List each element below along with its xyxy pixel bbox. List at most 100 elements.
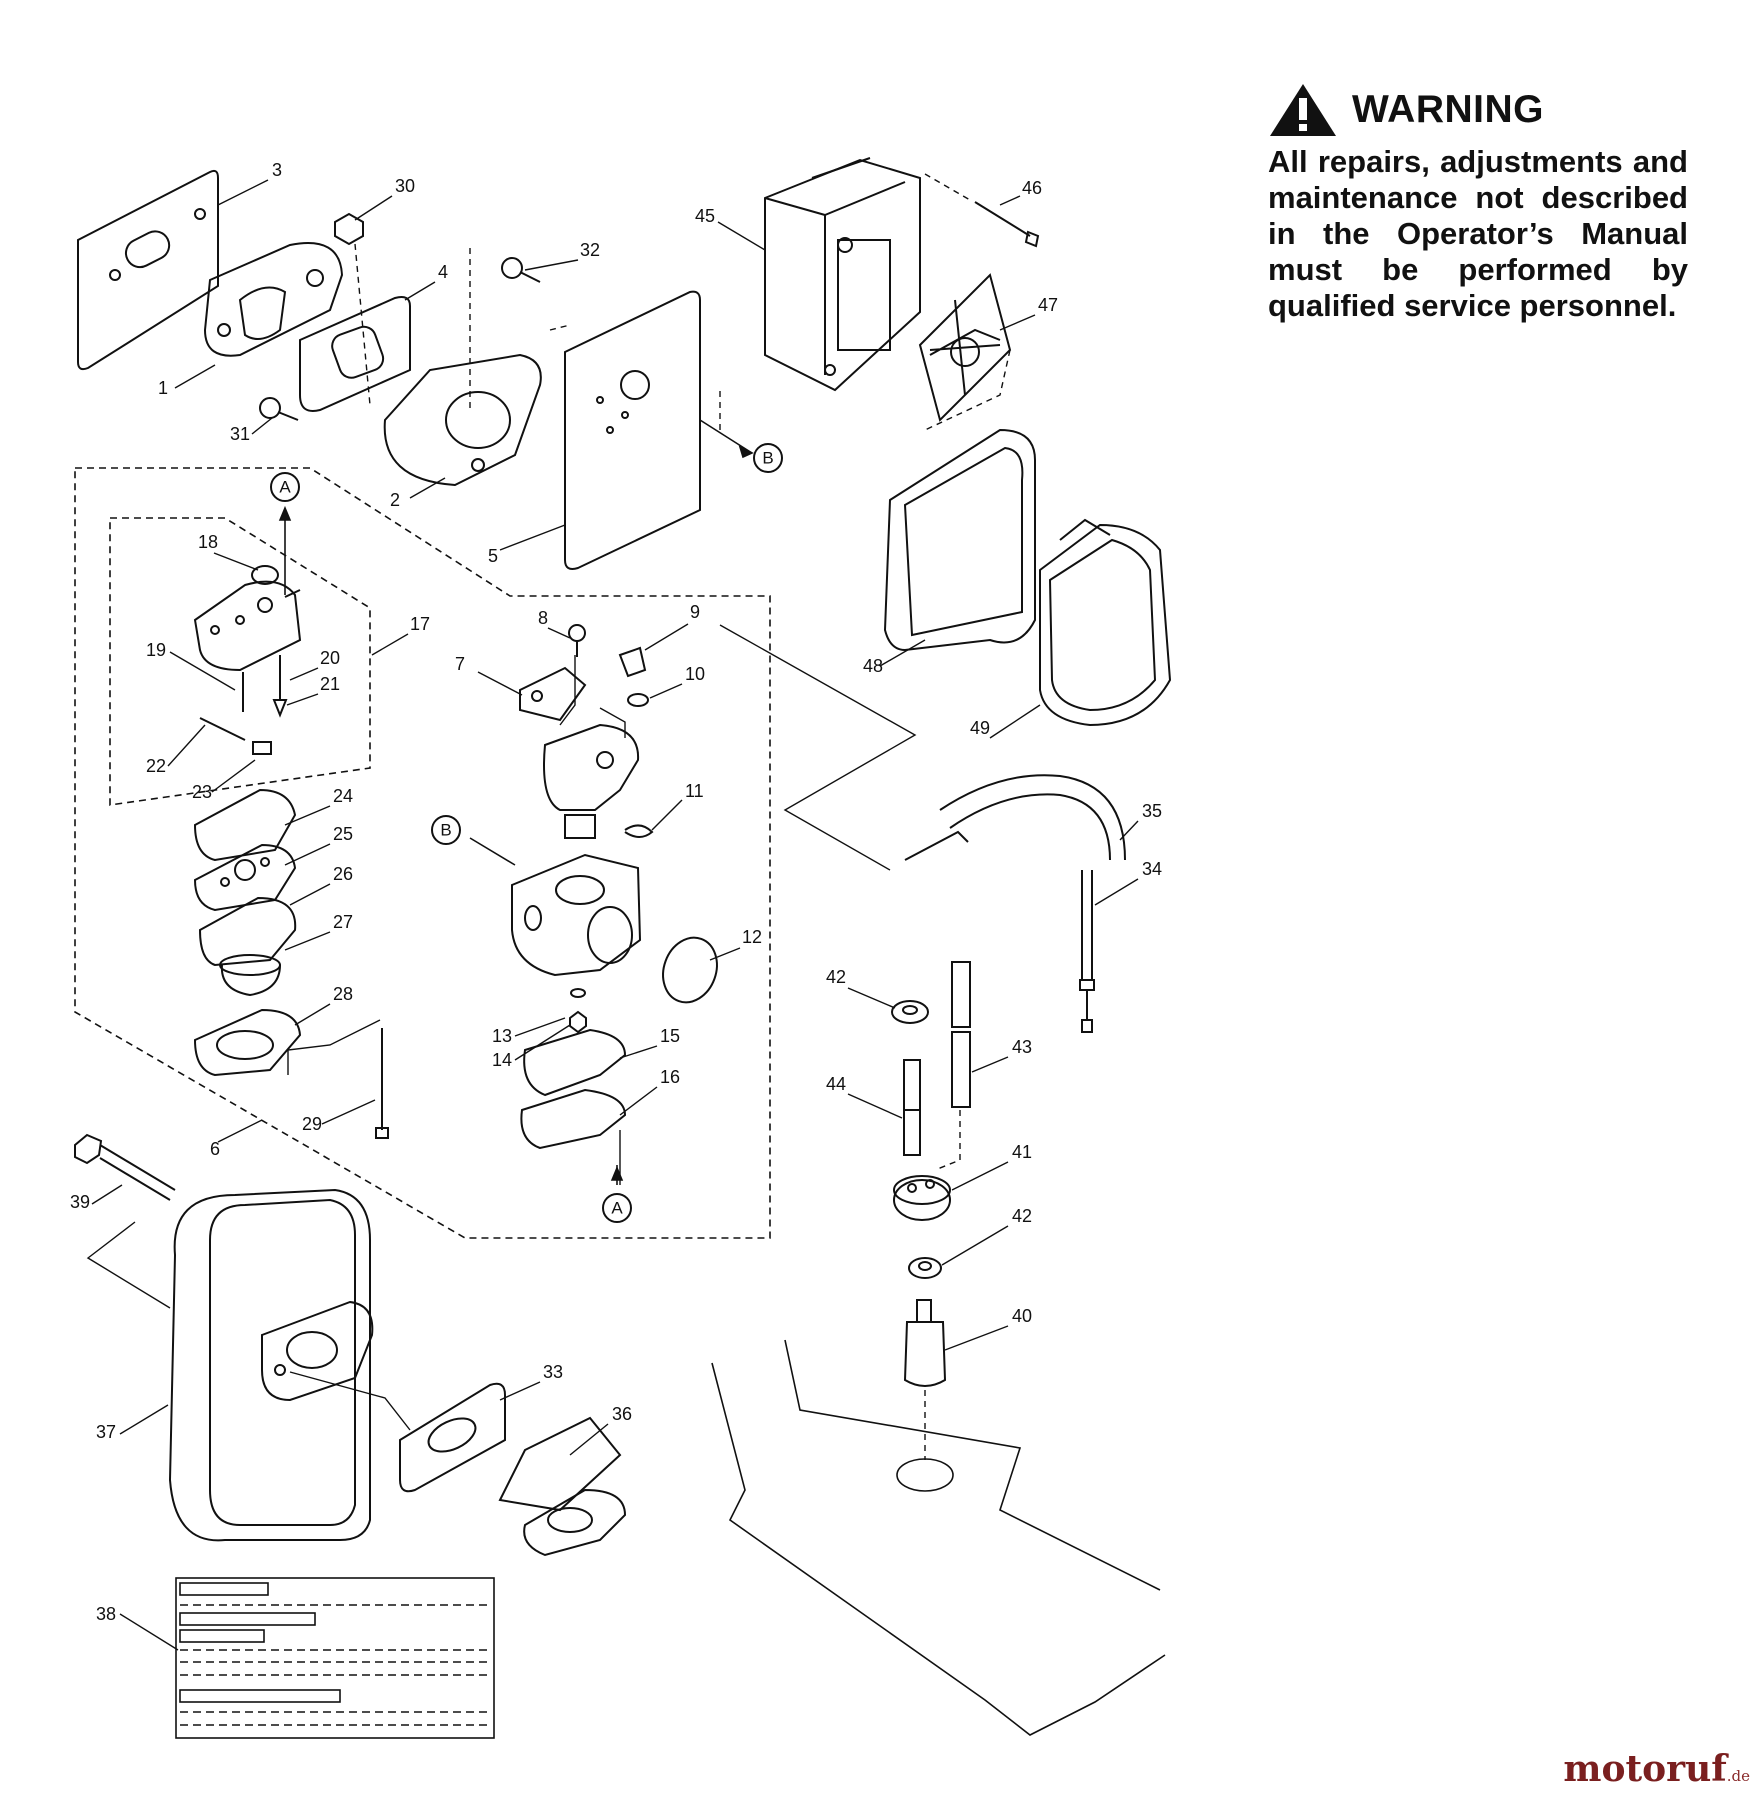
part-number-43: 43	[1012, 1037, 1032, 1057]
grommet-part-42-bottom	[908, 1257, 942, 1279]
leader-line	[709, 947, 741, 961]
part-number-20: 20	[320, 648, 340, 668]
part-number-29: 29	[302, 1114, 322, 1134]
part-number-45: 45	[695, 206, 715, 226]
part-number-26: 26	[333, 864, 353, 884]
leader-line	[514, 1024, 571, 1061]
dashed-leader-46-47	[924, 173, 1011, 431]
leader-line	[941, 1225, 1009, 1266]
warning-notice: WARNING All repairs, adjustments and mai…	[1268, 82, 1688, 324]
leader-line	[284, 805, 331, 826]
assembly-leader-lines	[354, 243, 721, 430]
leader-line	[999, 314, 1036, 331]
pump-cover-part-17	[193, 565, 302, 672]
leader-line	[174, 364, 216, 389]
reference-marker-a-bottom: A	[602, 1193, 632, 1223]
warning-text: All repairs, adjustments and maintenance…	[1268, 144, 1688, 323]
warning-triangle-icon	[1270, 84, 1336, 136]
part-number-2: 2	[390, 490, 400, 510]
leader-line	[211, 759, 256, 793]
part-number-13: 13	[492, 1026, 512, 1046]
part-number-25: 25	[333, 824, 353, 844]
dashed-leader-39	[86, 1221, 411, 1431]
label-leader-lines	[91, 179, 1139, 1651]
gasket-part-3	[77, 169, 219, 371]
fuel-tank	[711, 1339, 1166, 1736]
part-number-37: 37	[96, 1422, 116, 1442]
leader-line	[499, 1381, 541, 1401]
part-number-21: 21	[320, 674, 340, 694]
reference-marker-b-left: B	[431, 815, 461, 845]
leader-line	[619, 1086, 658, 1116]
screw-part-31	[259, 397, 299, 421]
gasket-part-5	[564, 290, 701, 570]
part-number-34: 34	[1142, 859, 1162, 879]
leader-line	[971, 1056, 1009, 1073]
leader-line	[91, 1184, 123, 1205]
part-number-10: 10	[685, 664, 705, 684]
dashed-leader-fuel	[924, 1110, 961, 1460]
air-filter-cover-part-49	[1039, 518, 1172, 727]
part-number-42b: 42	[1012, 1206, 1032, 1226]
reference-marker-label: A	[611, 1199, 623, 1218]
watermark-brand: motoruf	[1563, 1748, 1727, 1790]
nut-part-30	[334, 212, 364, 246]
needle-parts-22-23	[199, 717, 272, 755]
leader-line	[477, 671, 523, 696]
reference-marker-a-top: A	[270, 472, 300, 502]
leader-line	[217, 179, 269, 206]
leader-line	[879, 639, 926, 667]
leader-line	[644, 623, 689, 651]
leader-line	[284, 843, 331, 866]
gasket-parts-15-16	[520, 1028, 627, 1150]
leader-line	[569, 1423, 609, 1456]
arrows	[278, 419, 754, 1185]
leader-line	[951, 1161, 1009, 1191]
part-number-44: 44	[826, 1074, 846, 1094]
leader-line	[847, 987, 896, 1009]
part-number-38: 38	[96, 1604, 116, 1624]
leader-line	[213, 552, 259, 571]
part-number-5: 5	[488, 546, 498, 566]
gasket-part-4	[299, 296, 411, 412]
label-part-38	[175, 1577, 495, 1739]
warning-header: WARNING	[1268, 82, 1688, 138]
leader-line	[999, 195, 1021, 206]
leader-line	[944, 1325, 1009, 1351]
carburetor-top-assembly	[543, 723, 640, 839]
tube-part-44	[903, 1059, 921, 1156]
air-filter-cover-part-45	[764, 157, 921, 392]
filter-bracket-part-47	[918, 273, 1012, 422]
housing-part-28	[193, 1008, 302, 1077]
part-number-33: 33	[543, 1362, 563, 1382]
leader-line	[251, 417, 273, 435]
screw-part-8	[568, 624, 586, 657]
leader-line	[119, 1404, 169, 1435]
part-number-27: 27	[333, 912, 353, 932]
leader-line	[989, 704, 1041, 739]
part-number-23: 23	[192, 782, 212, 802]
part-number-32: 32	[580, 240, 600, 260]
leader-line	[289, 883, 331, 906]
carburetor-group-outline	[74, 467, 771, 1239]
part-number-14: 14	[492, 1050, 512, 1070]
parts-13-14	[569, 988, 587, 1034]
screw-part-32	[501, 257, 541, 283]
part-number-48: 48	[863, 656, 883, 676]
fuel-line-part-35	[904, 774, 1126, 861]
carburetor-body	[511, 853, 642, 977]
leader-line	[371, 633, 409, 656]
leader-line	[119, 1613, 179, 1651]
part-number-1: 1	[158, 378, 168, 398]
leader-line	[321, 1099, 376, 1125]
part-number-36: 36	[612, 1404, 632, 1424]
screw-part-29	[375, 1028, 389, 1139]
part-number-24: 24	[333, 786, 353, 806]
leader-line	[289, 667, 319, 681]
part-number-17: 17	[410, 614, 430, 634]
part-number-18: 18	[198, 532, 218, 552]
part-number-labels: 1 2 3 4 5 6 7 8 9 10 11 12 13 14 15 16 1…	[70, 160, 1162, 1624]
leader-line	[847, 1093, 903, 1119]
